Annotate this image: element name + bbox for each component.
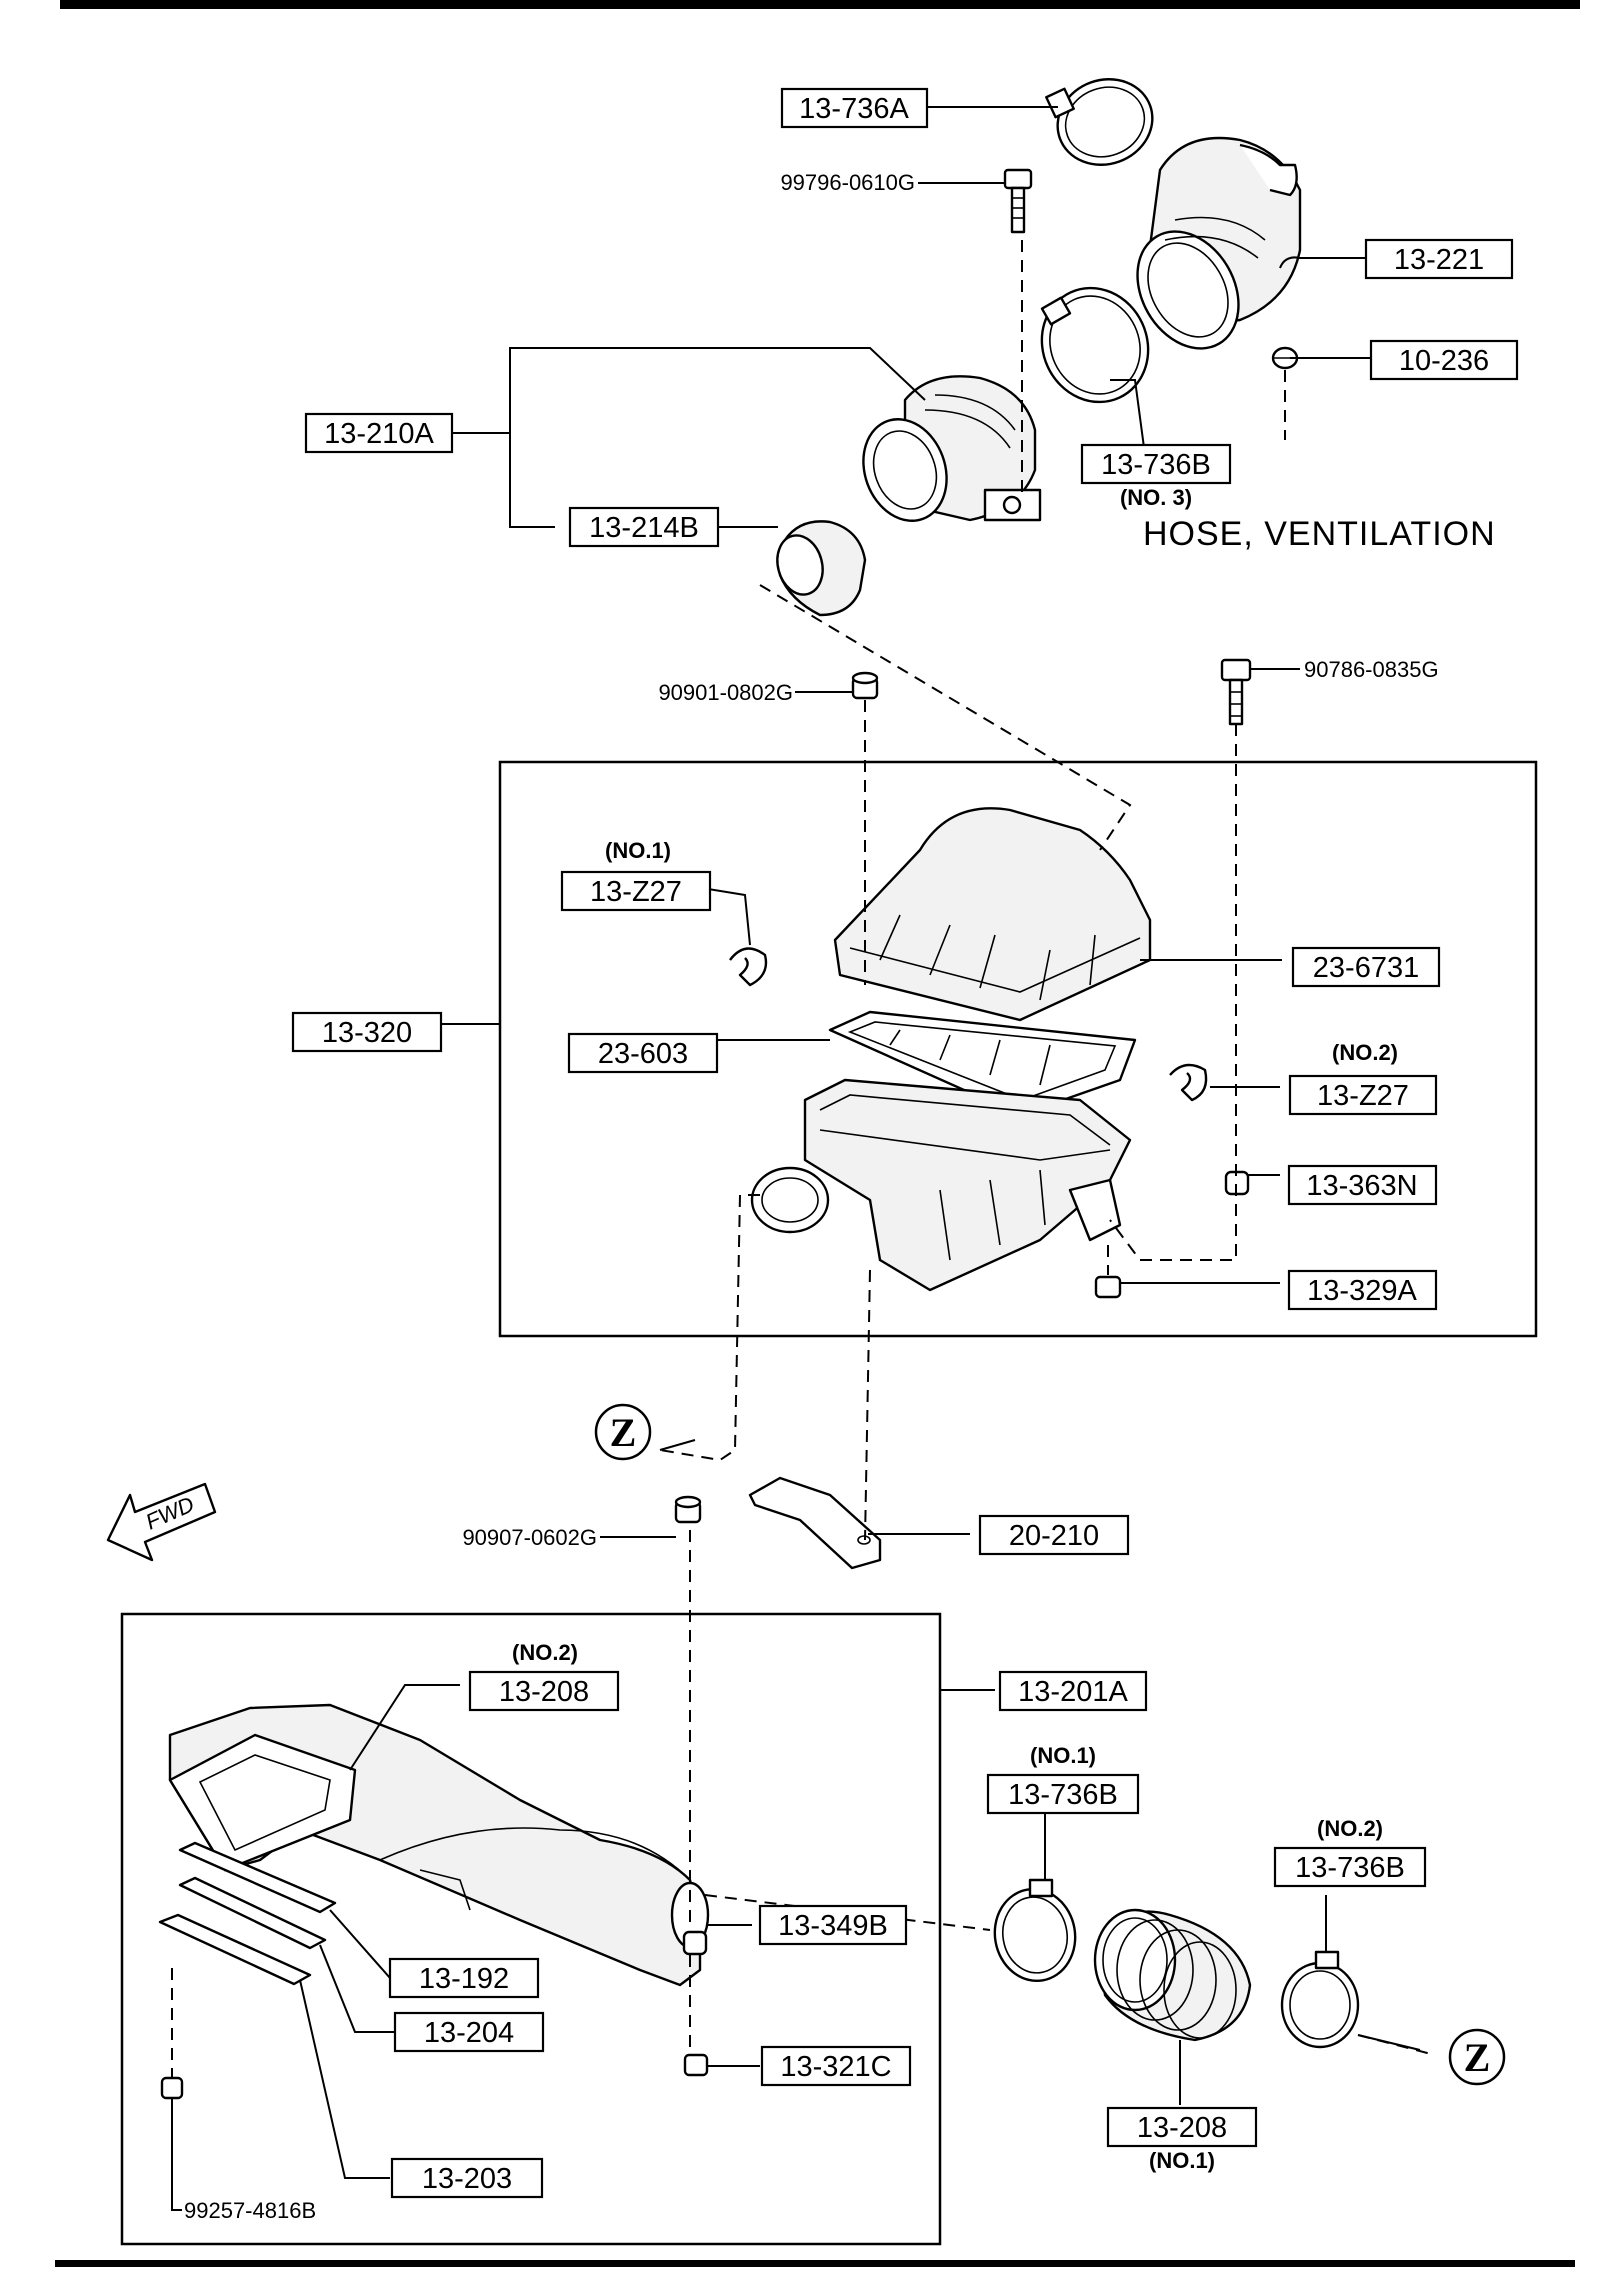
svg-text:Z: Z: [1464, 2035, 1491, 2080]
label-box-20-210: [978, 1514, 1130, 1556]
label-box-13-349B: [758, 1904, 908, 1946]
svg-text:Z: Z: [610, 1410, 637, 1455]
nut-90907-drawing: [674, 1495, 702, 1524]
clip-13-Z27-no2-drawing: [1169, 1063, 1208, 1102]
part-label-13-329A: 13-329A: [1307, 1275, 1417, 1307]
label-box-13-736B-no3: [1080, 443, 1232, 485]
bellows-13-208-no1-drawing: [1093, 1908, 1252, 2042]
label-box-13-203: [390, 2157, 544, 2199]
part-label-23-603: 23-603: [598, 1038, 688, 1070]
label-box-13-329A: [1287, 1269, 1438, 1311]
part-label-13-736B-no2: 13-736B: [1295, 1852, 1405, 1884]
air-cleaner-group-frame: [498, 760, 1538, 1338]
nut-13-321C-drawing: [683, 2053, 709, 2077]
label-box-13-210A: [304, 412, 454, 454]
clamp-13-736B-no2-drawing: [1280, 1950, 1360, 2049]
part-label-13-210A: 13-210A: [324, 418, 434, 450]
part-label-99257-4816B: 99257-4816B: [184, 2198, 316, 2223]
part-label-13-321C: 13-321C: [780, 2051, 891, 2083]
part-label-13-192: 13-192: [419, 1963, 509, 1995]
part-label-13-736B-no3: 13-736B: [1101, 449, 1211, 481]
part-label-10-236: 10-236: [1399, 345, 1489, 377]
meter-13-210A-drawing: [862, 375, 1042, 522]
ref-marker-z-upper: Z: [594, 1403, 652, 1461]
bolt-90786-drawing: [1220, 658, 1252, 726]
note-no1-clip: (NO.1): [605, 838, 671, 863]
part-label-13-203: 13-203: [422, 2163, 512, 2195]
part-label-90786-0835G: 90786-0835G: [1304, 657, 1439, 682]
part-label-23-6731: 23-6731: [1313, 952, 1419, 984]
hose-ventilation-label: HOSE, VENTILATION: [1143, 515, 1496, 553]
label-box-13-736A: [780, 87, 929, 129]
label-box-13-208-no1: [1106, 2106, 1258, 2148]
label-box-23-603: [567, 1032, 719, 1074]
top-rule: [60, 0, 1580, 9]
part-label-90901-0802G: 90901-0802G: [658, 680, 793, 705]
seal-13-192-drawing: [178, 1841, 337, 1914]
part-label-13-208-no1: 13-208: [1137, 2112, 1227, 2144]
note-no2-clip: (NO.2): [1332, 1040, 1398, 1065]
part-label-13-Z27-no2: 13-Z27: [1317, 1080, 1409, 1112]
note-no1-bellows: (NO.1): [1149, 2148, 1215, 2173]
label-box-13-Z27-no1: [560, 870, 712, 912]
part-label-13-204: 13-204: [424, 2017, 514, 2049]
bracket-20-210-drawing: [748, 1476, 882, 1570]
ref-marker-z-lower: Z: [1448, 2028, 1506, 2086]
part-label-20-210: 20-210: [1009, 1520, 1099, 1552]
label-box-13-204: [393, 2011, 545, 2053]
label-box-13-192: [388, 1957, 540, 1999]
label-box-13-208-no2: [468, 1670, 620, 1712]
label-box-13-321C: [760, 2045, 912, 2087]
part-label-13-736A: 13-736A: [799, 93, 909, 125]
label-box-23-6731: [1291, 946, 1441, 988]
case-lower-drawing: [750, 1078, 1132, 1292]
clamp-13-736A-drawing: [1045, 78, 1154, 166]
part-label-13-Z27-no1: 13-Z27: [590, 876, 682, 908]
label-box-13-320: [291, 1011, 443, 1053]
note-no2-clamp: (NO.2): [1317, 1816, 1383, 1841]
part-label-13-214B: 13-214B: [589, 512, 699, 544]
seal-13-204-drawing: [178, 1876, 327, 1950]
clamp-13-736B-no1-drawing: [993, 1878, 1077, 1983]
label-box-13-214B: [568, 506, 720, 548]
label-box-13-201A: [998, 1670, 1148, 1712]
part-label-90907-0602G: 90907-0602G: [462, 1525, 597, 1550]
clamp-13-736B-no3-drawing: [1040, 286, 1150, 404]
nut-13-329A-drawing: [1094, 1275, 1122, 1299]
part-label-13-736B-no1: 13-736B: [1008, 1779, 1118, 1811]
part-label-13-363N: 13-363N: [1306, 1170, 1417, 1202]
bolt-99796-drawing: [1003, 168, 1033, 234]
label-box-13-736B-no1: [986, 1773, 1140, 1815]
air-duct-group-frame: [120, 1612, 942, 2246]
boot-13-214B-drawing: [776, 520, 867, 617]
cover-23-6731-drawing: [833, 807, 1152, 1022]
part-label-13-208-no2: 13-208: [499, 1676, 589, 1708]
label-box-13-363N: [1287, 1164, 1438, 1206]
clip-13-Z27-no1-drawing: [729, 947, 768, 987]
label-box-13-221: [1364, 238, 1514, 280]
part-label-13-221: 13-221: [1394, 244, 1484, 276]
nut-90901-drawing: [851, 671, 879, 700]
hose-13-221-drawing: [1136, 136, 1302, 350]
label-box-13-736B-no2: [1273, 1846, 1427, 1888]
label-box-13-Z27-no2: [1288, 1074, 1438, 1116]
bushing-13-349B-drawing: [682, 1930, 708, 1956]
note-no2-bellows: (NO.2): [512, 1640, 578, 1665]
bottom-rule: [55, 2260, 1575, 2267]
part-label-99796-0610G: 99796-0610G: [780, 170, 915, 195]
part-label-13-320: 13-320: [322, 1017, 412, 1049]
part-label-13-349B: 13-349B: [778, 1910, 888, 1942]
seal-13-203-drawing: [158, 1913, 312, 1986]
fwd-arrow: [106, 1482, 217, 1562]
part-label-13-201A: 13-201A: [1018, 1676, 1128, 1708]
note-no1-clamp: (NO.1): [1030, 1743, 1096, 1768]
label-box-10-236: [1369, 339, 1519, 381]
note-no3: (NO. 3): [1120, 485, 1192, 510]
duct-13-201A-drawing: [168, 1703, 710, 1987]
